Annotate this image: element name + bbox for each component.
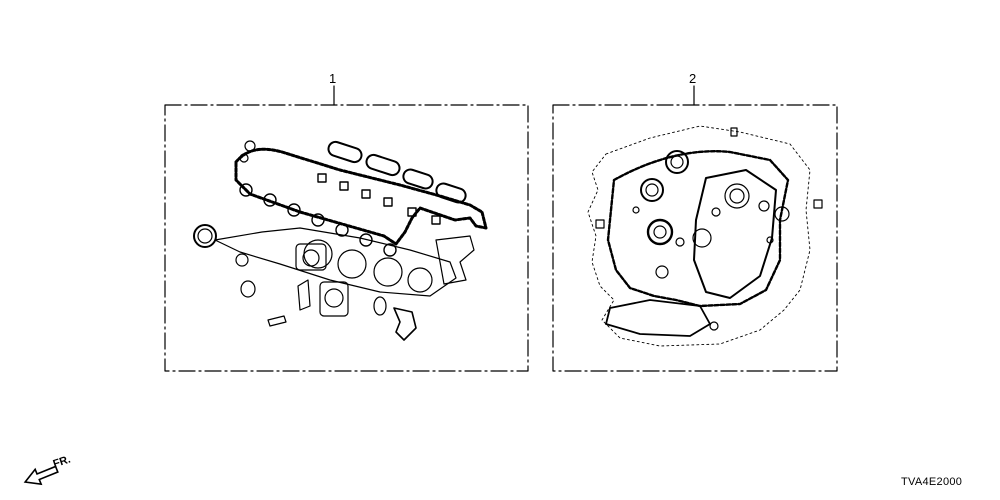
callout-1[interactable]: 1 <box>329 71 337 86</box>
part-1-box <box>164 85 529 372</box>
part-1-gasket-kit[interactable] <box>193 140 488 341</box>
part-2-gasket-kit[interactable] <box>587 125 823 347</box>
front-direction-arrow-icon <box>23 465 59 486</box>
callout-2[interactable]: 2 <box>689 71 697 86</box>
part-2-box <box>552 85 838 372</box>
diagram-code: TVA4E2000 <box>901 476 963 488</box>
